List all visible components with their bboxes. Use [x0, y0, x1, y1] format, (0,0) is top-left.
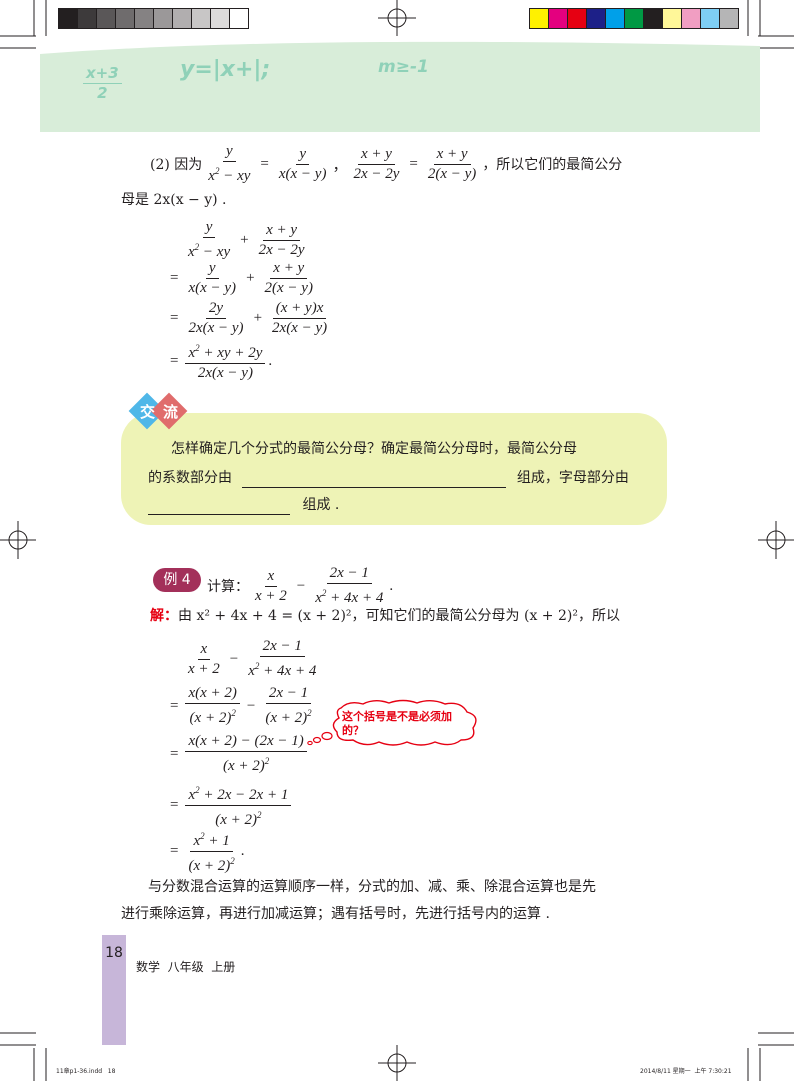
gray-swatch: [77, 9, 96, 28]
color-swatch: [548, 9, 567, 28]
header-band: [40, 41, 760, 132]
discussion-line-2-before: 的系数部分由: [148, 470, 232, 486]
discussion-badge: 交 流: [128, 392, 198, 430]
summary-line-1: 与分数混合运算的运算顺序一样，分式的加、减、乘、除混合运算也是先: [148, 879, 596, 895]
solution-step-2: =x(x + 2) − (2x − 1)(x + 2)2: [166, 733, 310, 775]
grayscale-calibration-bar: [58, 8, 249, 29]
example-badge: 例 4: [153, 568, 201, 592]
book-title: 数学 八年级 上册: [136, 960, 236, 974]
solution-step-4: =x2 + 1(x + 2)2.: [166, 828, 245, 875]
discussion-badge-char-2: 流: [163, 403, 179, 421]
gray-swatch: [115, 9, 134, 28]
color-swatch: [719, 9, 738, 28]
hand-frac-num: x+3: [83, 65, 122, 84]
thought-bubble-text: 这个括号是不是必须加的？: [342, 710, 452, 737]
gray-swatch: [229, 9, 248, 28]
example-prompt-label: 计算：: [207, 579, 249, 595]
hand-equation: y=|x+|;: [180, 57, 271, 82]
gray-swatch: [134, 9, 153, 28]
discussion-box: [121, 413, 667, 525]
color-swatch: [530, 9, 548, 28]
color-swatch: [662, 9, 681, 28]
gray-swatch: [153, 9, 172, 28]
summary-line-2: 进行乘除运算，再进行加减运算；遇有括号时，先进行括号内的运算 .: [121, 906, 550, 922]
discussion-line-3: ​ 组成 .: [148, 495, 339, 515]
solution-text: 由 x² + 4x + 4 = (x + 2)²，可知它们的最简公分母为 (x …: [178, 608, 620, 624]
hand-frac-den: 2: [97, 84, 108, 102]
color-swatch: [567, 9, 586, 28]
part2-intro-prefix: (2) 因为: [150, 157, 203, 173]
part2-intro-suffix: ，所以它们的最简公分: [482, 157, 623, 173]
discussion-line-2-after: 组成，字母部分由: [516, 470, 629, 486]
color-swatch: [624, 9, 643, 28]
gray-swatch: [210, 9, 229, 28]
answer-blank-coefficient[interactable]: ​: [242, 468, 507, 488]
solution-label: 解：: [150, 608, 178, 624]
discussion-line-3-after: 组成 .: [302, 497, 340, 513]
solution-step-1: =x(x + 2)(x + 2)2− 2x − 1(x + 2)2: [170, 685, 312, 726]
part2-intro-line2: 母是 2x(x − y) .: [121, 192, 227, 208]
thought-bubble-shape: [307, 699, 477, 746]
page-number-tab: [102, 935, 126, 1045]
solution-intro: 解：由 x² + 4x + 4 = (x + 2)²，可知它们的最简公分母为 (…: [150, 607, 620, 626]
solution-step-3: =x2 + 2x − 2x + 1(x + 2)2: [166, 782, 294, 829]
hand-inequality: m≥-1: [378, 57, 429, 77]
color-swatch: [605, 9, 624, 28]
gray-swatch: [59, 9, 77, 28]
gray-swatch: [96, 9, 115, 28]
color-swatch: [681, 9, 700, 28]
discussion-line-2: 的系数部分由 ​ 组成，字母部分由: [148, 468, 629, 488]
example-badge-label: 例 4: [163, 572, 191, 588]
page-number: 18: [105, 945, 123, 961]
gray-swatch: [191, 9, 210, 28]
color-swatch: [643, 9, 662, 28]
gray-swatch: [172, 9, 191, 28]
answer-blank-letters[interactable]: ​: [148, 495, 290, 515]
color-swatch: [586, 9, 605, 28]
discussion-badge-char-1: 交: [140, 403, 156, 421]
discussion-line-1: 怎样确定几个分式的最简公分母？确定最简公分母时，最简公分母: [171, 441, 577, 457]
color-calibration-bar: [529, 8, 739, 29]
color-swatch: [700, 9, 719, 28]
timestamp: 2014/8/11 星期一 上午 7:30:21: [640, 1068, 732, 1075]
file-info: 11章p1-36.indd 18: [56, 1068, 116, 1075]
